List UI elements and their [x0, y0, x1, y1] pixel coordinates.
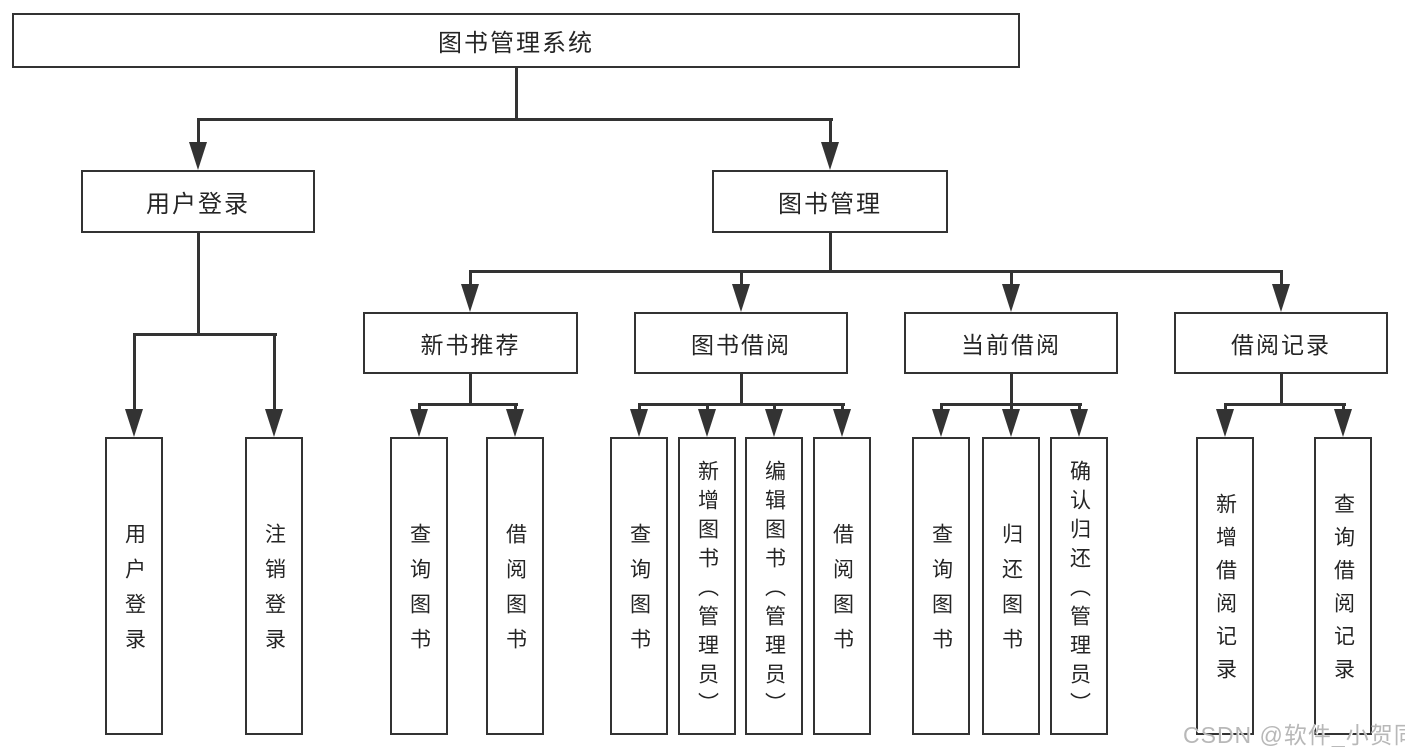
arrowhead-query-record-icon — [1334, 409, 1352, 437]
leaf-add-borrow-record-label: 新增借阅记录 — [1213, 493, 1237, 691]
arrowhead-borrow-record-icon — [1272, 284, 1290, 312]
leaf-add-borrow-record: 新增借阅记录 — [1196, 437, 1254, 735]
connector-user-login-stem — [197, 232, 200, 336]
arrowhead-confirm-return-icon — [1070, 409, 1088, 437]
leaf-return-book-label: 归还图书 — [999, 523, 1023, 663]
node-root-label: 图书管理系统 — [438, 30, 594, 57]
node-book-borrow-label: 图书借阅 — [691, 332, 791, 358]
connector-borrow-record-branch — [1224, 403, 1346, 406]
connector-drop-user-login — [197, 118, 200, 146]
node-book-management: 图书管理 — [712, 170, 948, 233]
node-current-borrow-label: 当前借阅 — [961, 332, 1061, 358]
connector-book-borrow-branch — [638, 403, 845, 406]
leaf-query-borrow-record: 查询借阅记录 — [1314, 437, 1372, 735]
arrowhead-new-book-icon — [461, 284, 479, 312]
arrowhead-add-book-icon — [698, 409, 716, 437]
watermark: CSDN @软件_小贺同学 — [1183, 722, 1405, 747]
connector-drop-borrow-record — [1280, 270, 1283, 288]
connector-current-borrow-stem — [1010, 374, 1013, 406]
node-user-login-label: 用户登录 — [146, 191, 250, 218]
node-book-borrow: 图书借阅 — [634, 312, 848, 374]
arrowhead-user-login-icon — [189, 142, 207, 170]
leaf-user-login-label: 用户登录 — [122, 523, 146, 663]
arrowhead-add-record-icon — [1216, 409, 1234, 437]
arrowhead-book-borrow-icon — [732, 284, 750, 312]
leaf-add-book-admin-label: 新增图书（管理员） — [695, 459, 719, 721]
arrowhead-book-management-icon — [821, 142, 839, 170]
node-borrow-record: 借阅记录 — [1174, 312, 1388, 374]
leaf-confirm-return-admin: 确认归还（管理员） — [1050, 437, 1108, 735]
connector-book-management-stem — [829, 232, 832, 273]
connector-book-borrow-stem — [740, 374, 743, 406]
arrowhead-borrow-book-1-icon — [506, 409, 524, 437]
node-borrow-record-label: 借阅记录 — [1231, 332, 1331, 358]
arrowhead-current-borrow-icon — [1002, 284, 1020, 312]
arrowhead-query-book-1-icon — [410, 409, 428, 437]
leaf-query-book-2-label: 查询图书 — [627, 523, 651, 663]
leaf-borrow-book-1: 借阅图书 — [486, 437, 544, 735]
leaf-return-book: 归还图书 — [982, 437, 1040, 735]
connector-root-stem — [515, 67, 518, 120]
arrowhead-query-book-3-icon — [932, 409, 950, 437]
node-current-borrow: 当前借阅 — [904, 312, 1118, 374]
arrowhead-edit-book-icon — [765, 409, 783, 437]
leaf-logout: 注销登录 — [245, 437, 303, 735]
leaf-borrow-book-2: 借阅图书 — [813, 437, 871, 735]
leaf-borrow-book-2-label: 借阅图书 — [830, 523, 854, 663]
leaf-add-book-admin: 新增图书（管理员） — [678, 437, 736, 735]
arrowhead-return-book-icon — [1002, 409, 1020, 437]
connector-drop-book-borrow — [740, 270, 743, 288]
connector-new-book-stem — [469, 374, 472, 406]
connector-drop-current-borrow — [1010, 270, 1013, 288]
leaf-edit-book-admin-label: 编辑图书（管理员） — [762, 459, 786, 721]
connector-new-book-branch — [418, 403, 518, 406]
connector-l2-branch — [197, 118, 833, 121]
connector-l3-branch — [469, 270, 1283, 273]
leaf-query-book-1-label: 查询图书 — [407, 523, 431, 663]
arrowhead-leaf-logout-icon — [265, 409, 283, 437]
leaf-logout-label: 注销登录 — [262, 523, 286, 663]
node-new-book-recommend-label: 新书推荐 — [420, 332, 521, 358]
leaf-confirm-return-admin-label: 确认归还（管理员） — [1067, 459, 1091, 721]
leaf-query-book-3-label: 查询图书 — [929, 523, 953, 663]
leaf-query-book-3: 查询图书 — [912, 437, 970, 735]
node-root: 图书管理系统 — [12, 13, 1020, 68]
node-new-book-recommend: 新书推荐 — [363, 312, 578, 374]
leaf-query-borrow-record-label: 查询借阅记录 — [1331, 493, 1355, 691]
connector-drop-leaf-logout — [273, 333, 276, 413]
leaf-query-book-1: 查询图书 — [390, 437, 448, 735]
leaf-query-book-2: 查询图书 — [610, 437, 668, 735]
connector-borrow-record-stem — [1280, 374, 1283, 406]
leaf-edit-book-admin: 编辑图书（管理员） — [745, 437, 803, 735]
node-user-login: 用户登录 — [81, 170, 315, 233]
arrowhead-query-book-2-icon — [630, 409, 648, 437]
connector-drop-book-management — [829, 118, 832, 146]
connector-drop-new-book — [469, 270, 472, 288]
arrowhead-leaf-user-login-icon — [125, 409, 143, 437]
node-book-management-label: 图书管理 — [778, 191, 882, 218]
connector-drop-leaf-user-login — [133, 333, 136, 413]
connector-user-login-branch — [133, 333, 277, 336]
arrowhead-borrow-book-2-icon — [833, 409, 851, 437]
leaf-user-login: 用户登录 — [105, 437, 163, 735]
leaf-borrow-book-1-label: 借阅图书 — [503, 523, 527, 663]
